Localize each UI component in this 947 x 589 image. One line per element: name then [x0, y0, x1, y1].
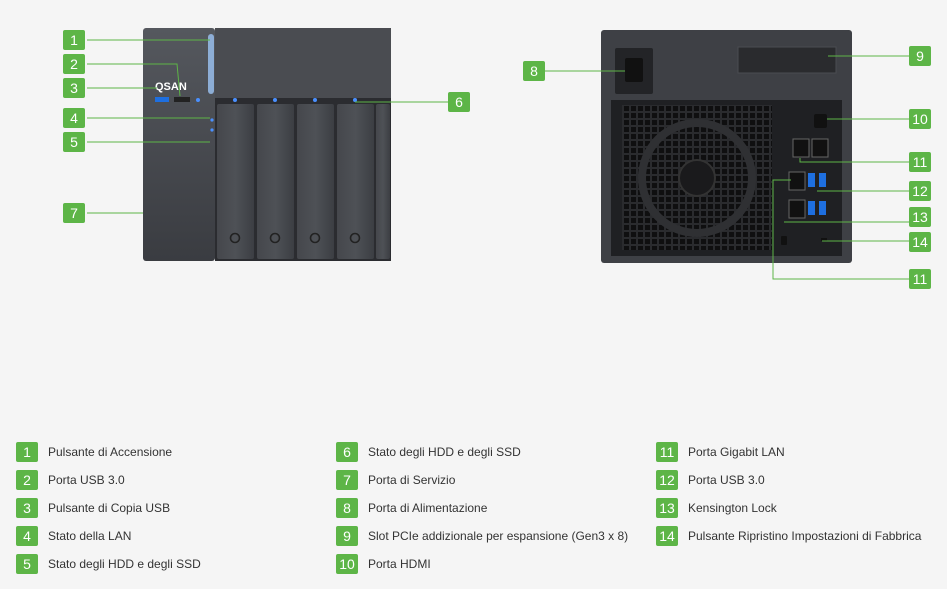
- pcie-slot-cover: [737, 46, 837, 74]
- legend-item: 7 Porta di Servizio: [336, 470, 455, 490]
- front-left-panel: [143, 28, 215, 261]
- legend-badge: 5: [16, 554, 38, 574]
- legend-badge: 8: [336, 498, 358, 518]
- legend-label: Porta HDMI: [368, 557, 431, 571]
- lan-port-c: [788, 171, 806, 191]
- legend-badge: 1: [16, 442, 38, 462]
- callout-badge-7: 7: [63, 203, 85, 223]
- legend-badge: 2: [16, 470, 38, 490]
- legend-badge: 11: [656, 442, 678, 462]
- legend-item: 4 Stato della LAN: [16, 526, 131, 546]
- callout-badge-11-lower: 11: [909, 269, 931, 289]
- legend-label: Stato degli HDD e degli SSD: [368, 445, 521, 459]
- legend-item: 11 Porta Gigabit LAN: [656, 442, 785, 462]
- legend-item: 12 Porta USB 3.0: [656, 470, 765, 490]
- legend-badge: 14: [656, 526, 678, 546]
- legend-item: 2 Porta USB 3.0: [16, 470, 125, 490]
- drive-status-leds: [233, 98, 357, 102]
- hdmi-connector: [814, 114, 827, 128]
- callout-badge-1: 1: [63, 30, 85, 50]
- front-leader-lines: [87, 39, 448, 214]
- callout-badge-11: 11: [909, 152, 931, 172]
- lan-port-a: [792, 138, 810, 158]
- rear-leader-lines: [545, 55, 909, 280]
- kensington-slot: [781, 236, 787, 245]
- legend-badge: 7: [336, 470, 358, 490]
- callout-badge-12: 12: [909, 181, 931, 201]
- callout-badge-10: 10: [909, 109, 931, 129]
- legend-label: Slot PCIe addizionale per espansione (Ge…: [368, 529, 629, 543]
- legend-item: 5 Stato degli HDD e degli SSD: [16, 554, 201, 574]
- lan-port-d: [788, 199, 806, 219]
- callout-badge-13: 13: [909, 207, 931, 227]
- lan-port-b: [811, 138, 829, 158]
- legend-badge: 12: [656, 470, 678, 490]
- legend-badge: 10: [336, 554, 358, 574]
- legend-label: Stato della LAN: [48, 529, 132, 543]
- legend-label: Porta Gigabit LAN: [688, 445, 785, 459]
- usb-port-front: [155, 97, 169, 102]
- nas-front-view: QSAN: [87, 28, 448, 261]
- usb-ports-rear: [808, 173, 826, 215]
- reset-button: [821, 238, 827, 241]
- legend-label: Porta USB 3.0: [48, 473, 125, 487]
- callout-badge-6: 6: [448, 92, 470, 112]
- usb-copy-button: [174, 97, 190, 102]
- legend-item: 6 Stato degli HDD e degli SSD: [336, 442, 521, 462]
- legend-item: 10 Porta HDMI: [336, 554, 431, 574]
- nas-rear-view: [545, 30, 909, 280]
- legend-item: 3 Pulsante di Copia USB: [16, 498, 170, 518]
- legend-badge: 4: [16, 526, 38, 546]
- callout-badge-4: 4: [63, 108, 85, 128]
- legend-label: Pulsante Ripristino Impostazioni di Fabb…: [688, 529, 922, 543]
- legend-label: Porta USB 3.0: [688, 473, 765, 487]
- legend-label: Pulsante di Accensione: [48, 445, 173, 459]
- legend-badge: 13: [656, 498, 678, 518]
- legend-badge: 9: [336, 526, 358, 546]
- legend-label: Porta di Alimentazione: [368, 501, 488, 515]
- legend-label: Kensington Lock: [688, 501, 777, 515]
- legend-badge: 6: [336, 442, 358, 462]
- callout-badge-5: 5: [63, 132, 85, 152]
- legend-item: 8 Porta di Alimentazione: [336, 498, 487, 518]
- front-top-panel: [215, 28, 391, 98]
- callout-badge-9: 9: [909, 46, 931, 66]
- callout-badge-3: 3: [63, 78, 85, 98]
- callout-badge-14: 14: [909, 232, 931, 252]
- legend-label: Porta di Servizio: [368, 473, 456, 487]
- disk-status-led: [210, 128, 214, 132]
- power-button: [208, 34, 214, 94]
- legend-label: Stato degli HDD e degli SSD: [48, 557, 201, 571]
- legend-item: 9 Slot PCIe addizionale per espansione (…: [336, 526, 628, 546]
- legend-item: 13 Kensington Lock: [656, 498, 777, 518]
- callout-badge-2: 2: [63, 54, 85, 74]
- legend-badge: 3: [16, 498, 38, 518]
- legend-label: Pulsante di Copia USB: [48, 501, 171, 515]
- lan-status-led: [210, 118, 214, 122]
- legend-item: 14 Pulsante Ripristino Impostazioni di F…: [656, 526, 921, 546]
- legend-item: 1 Pulsante di Accensione: [16, 442, 172, 462]
- callout-badge-8: 8: [523, 61, 545, 81]
- drive-trays: [217, 104, 390, 259]
